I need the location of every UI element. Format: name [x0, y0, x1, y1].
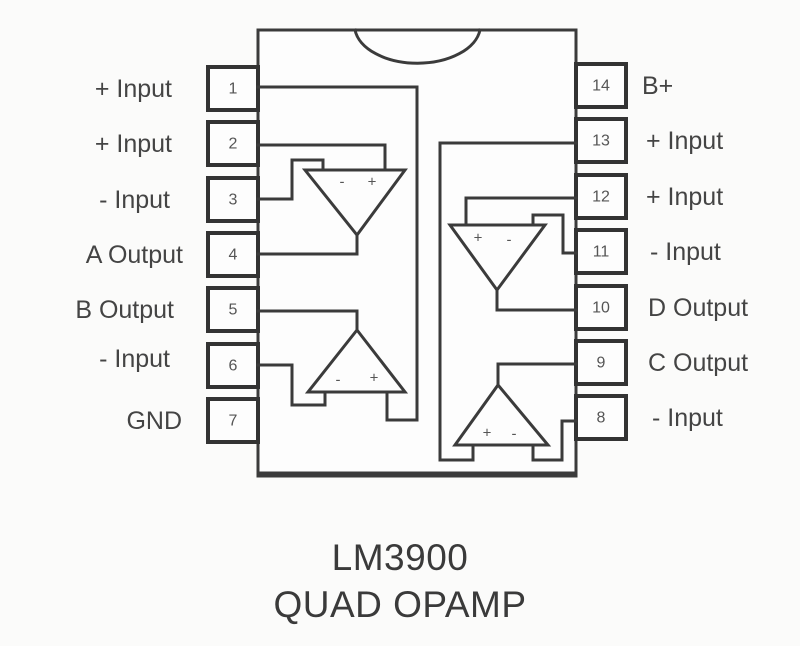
opamp-c-plus: + — [483, 425, 492, 442]
chip-part-number: LM3900 — [331, 537, 469, 578]
left-pin-column: 1 2 3 4 5 6 7 + Input + Input - Input A … — [75, 65, 260, 444]
opamp-d-triangle-icon — [447, 223, 548, 293]
right-pin-column: 14 13 12 11 10 9 8 B+ + Input + Input - … — [574, 62, 748, 441]
wire-pin2 — [256, 143, 387, 172]
orientation-notch — [353, 28, 482, 65]
pin-number: 1 — [229, 81, 238, 98]
opamp-a: - + — [301, 168, 408, 238]
pin-label: - Input — [99, 345, 170, 373]
pin-10-box — [574, 284, 628, 331]
pin-number: 6 — [229, 358, 238, 375]
pin-label: - Input — [99, 186, 170, 214]
opamp-b-minus: - — [336, 372, 341, 389]
pin-label: A Output — [86, 241, 183, 269]
wire-pin8 — [531, 419, 578, 462]
pin-7-box — [206, 397, 260, 444]
opamp-c-minus: - — [512, 426, 517, 443]
pin-label: GND — [126, 407, 182, 435]
pin-2-box — [206, 120, 260, 167]
pin-number: 9 — [597, 355, 606, 372]
pin-number: 2 — [229, 136, 238, 153]
pin-number: 11 — [593, 244, 610, 261]
wire-pin5 — [256, 309, 359, 332]
pin-number: 10 — [592, 300, 610, 317]
pin-14-box — [574, 62, 628, 109]
pin-number: 3 — [229, 192, 238, 209]
opamp-d: + - — [447, 223, 548, 293]
pin-number: 8 — [597, 410, 606, 427]
wire-pin12 — [464, 196, 578, 227]
pin-11-box — [574, 228, 628, 275]
wire-pin6 — [256, 363, 327, 407]
pin-label: - Input — [652, 404, 723, 432]
wire-pin10 — [495, 288, 578, 312]
pin-label: + Input — [646, 127, 723, 155]
pin-label: D Output — [648, 294, 748, 322]
pin-12-box — [574, 173, 628, 220]
internal-wiring — [256, 85, 578, 475]
opamp-a-minus: - — [340, 174, 345, 191]
opamp-d-plus: + — [474, 230, 483, 247]
opamp-b-plus: + — [370, 370, 379, 387]
pin-label: C Output — [648, 349, 748, 377]
wire-pin4 — [256, 233, 359, 256]
pin-number: 7 — [229, 413, 238, 430]
pin-number: 12 — [592, 189, 610, 206]
pin-label: B+ — [642, 72, 673, 100]
pin-13-box — [574, 117, 628, 164]
opamp-c-triangle-icon — [452, 382, 552, 447]
wire-pin9 — [496, 362, 578, 387]
opamp-a-triangle-icon — [301, 168, 408, 238]
wire-pin13 — [438, 141, 578, 462]
pin-8-box — [574, 394, 628, 441]
wire-pin3 — [256, 158, 325, 201]
wire-pin1 — [256, 85, 419, 422]
chip-description: QUAD OPAMP — [273, 584, 527, 625]
pin-number: 5 — [229, 302, 238, 319]
wire-pin11 — [531, 213, 578, 255]
opamp-b-triangle-icon — [304, 327, 409, 394]
pin-number: 14 — [592, 78, 610, 95]
opamp-a-plus: + — [368, 174, 377, 191]
opamp-c: + - — [452, 382, 552, 447]
pin-label: B Output — [75, 296, 174, 324]
pin-number: 13 — [592, 133, 610, 150]
pin-label: + Input — [646, 183, 723, 211]
opamp-d-minus: - — [507, 232, 512, 249]
opamp-b: - + — [304, 327, 409, 394]
pin-label: - Input — [650, 238, 721, 266]
pin-label: + Input — [95, 130, 172, 158]
pin-label: + Input — [95, 75, 172, 103]
pin-number: 4 — [229, 247, 238, 264]
